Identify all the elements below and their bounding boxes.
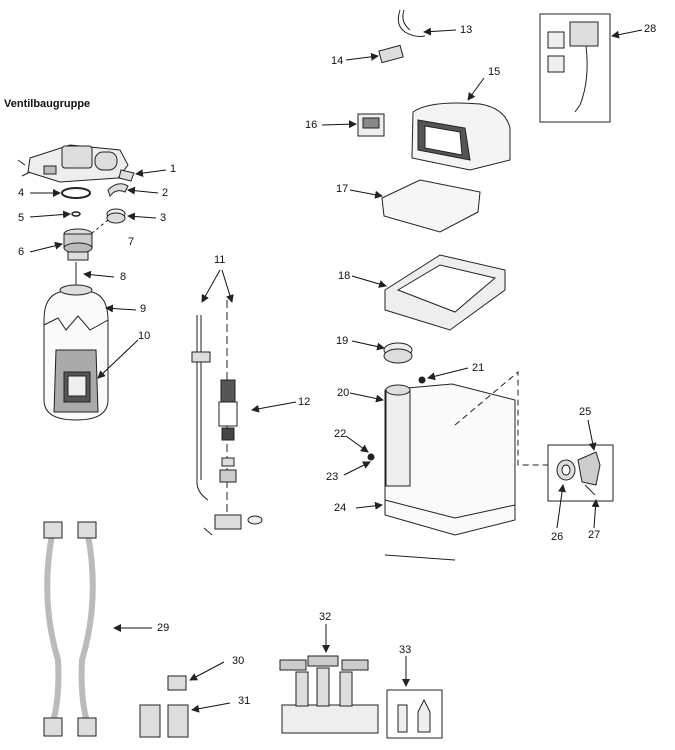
screw-23 [367,453,375,461]
label-7: 7 [128,236,135,248]
cable-13 [397,9,426,37]
label-16: 16 [305,119,318,131]
label-23: 23 [326,471,339,483]
bypass-32 [279,655,379,734]
label-12: 12 [298,396,311,408]
label-19: 19 [336,335,349,347]
label-14: 14 [331,55,344,67]
overflow-fitting-box [547,444,614,502]
fittings-31 [139,704,189,738]
diagram-title: Ventilbaugruppe [4,98,91,110]
o-ring-5 [71,211,81,217]
label-4: 4 [18,187,25,199]
adapter-part-6 [63,228,93,261]
label-28: 28 [644,23,657,35]
label-1: 1 [170,163,177,175]
label-5: 5 [18,212,25,224]
lid-17 [381,179,481,233]
label-29: 29 [157,622,170,634]
label-21: 21 [472,362,485,374]
label-8: 8 [120,271,127,283]
label-15: 15 [488,66,501,78]
label-13: 13 [460,24,473,36]
label-24: 24 [334,502,347,514]
test-kit-box [386,689,443,739]
power-adapter-box [539,13,611,123]
label-26: 26 [551,531,564,543]
fitting-30 [167,675,187,691]
label-6: 6 [18,246,25,258]
cover-15 [411,102,511,171]
label-25: 25 [579,406,592,418]
label-9: 9 [140,303,147,315]
cap-part-3 [106,208,126,224]
label-11: 11 [214,254,226,266]
label-22: 22 [334,428,347,440]
leader-lines [29,27,643,713]
label-17: 17 [336,183,349,195]
brine-valve-assembly [191,300,263,536]
label-10: 10 [138,330,151,342]
label-30: 30 [232,655,245,667]
label-20: 20 [337,387,350,399]
connector-14 [378,44,404,64]
clip-part-1 [118,169,135,182]
label-31: 31 [238,695,251,707]
tray-18 [384,254,506,331]
cap-19 [383,342,413,364]
label-3: 3 [160,212,167,224]
clip-part-2 [107,183,129,198]
o-ring-4 [61,187,91,199]
label-32: 32 [319,611,332,623]
label-2: 2 [162,187,169,199]
control-panel-16 [357,113,385,137]
plug-21 [418,376,426,384]
resin-tank [43,284,109,421]
brine-tank [384,383,516,561]
valve-head [17,144,129,183]
label-18: 18 [338,270,351,282]
hoses-29 [43,521,97,737]
label-27: 27 [588,529,601,541]
label-33: 33 [399,644,412,656]
